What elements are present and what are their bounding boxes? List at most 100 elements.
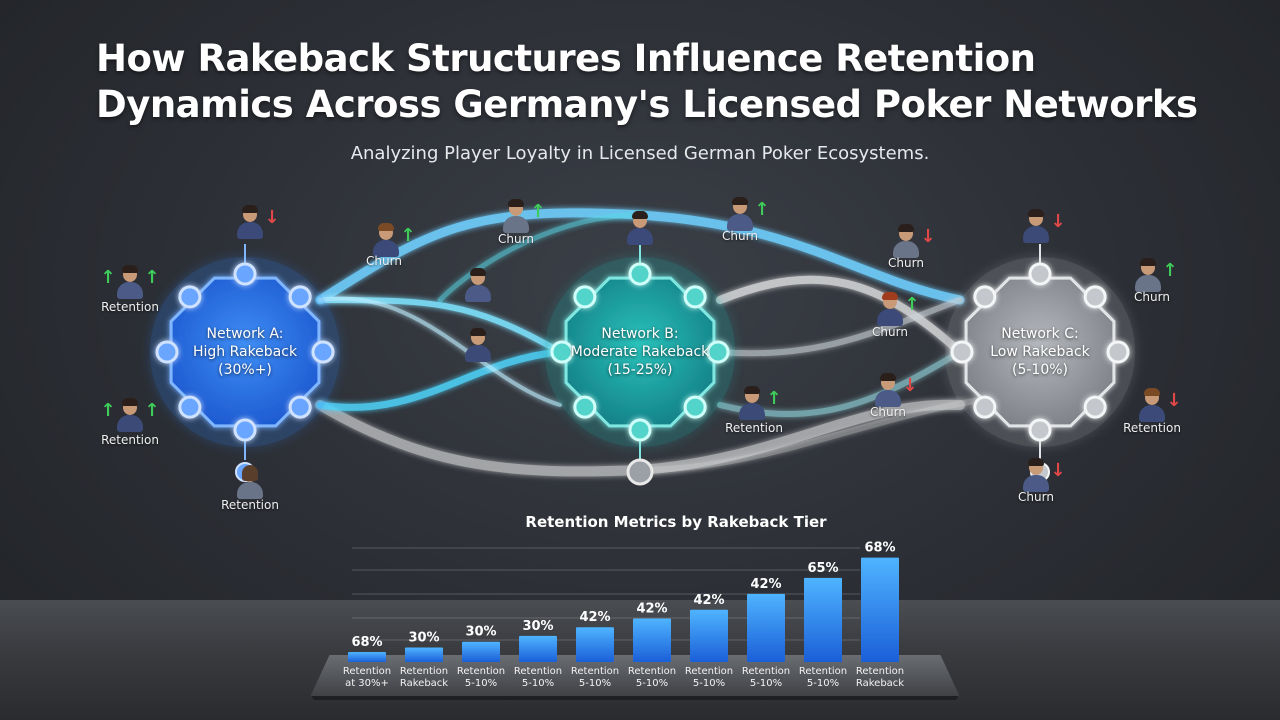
hub-node (288, 395, 312, 419)
bar-category-label: Retention (571, 666, 619, 677)
bar-category-label: Rakeback (400, 678, 448, 689)
player-body (117, 415, 143, 432)
chart-platform-edge (312, 696, 958, 700)
hub-node (233, 262, 257, 286)
bar-category-label: 5-10% (807, 678, 839, 689)
player-label: Churn (888, 256, 924, 270)
player-label: Churn (722, 229, 758, 243)
hub-node (178, 395, 202, 419)
hub-node (628, 262, 652, 286)
player-hair (470, 328, 486, 336)
arrow-up-icon: ↑ (144, 400, 160, 421)
hub-node (950, 340, 974, 364)
network-label-line: Network C: (1001, 326, 1079, 342)
bar-value-label: 42% (693, 593, 724, 608)
hub-node (233, 418, 257, 442)
player-body (465, 285, 491, 302)
hub-node (1106, 340, 1130, 364)
bar-category-label: 5-10% (522, 678, 554, 689)
player-hair (122, 265, 138, 273)
bar-value-label: 65% (807, 561, 838, 576)
player-figure (461, 328, 495, 362)
bar-category-label: Retention (400, 666, 448, 677)
player-figure (871, 373, 905, 407)
player-label: Retention (1123, 421, 1181, 435)
arrow-down-icon: ↓ (920, 226, 936, 247)
hub-node (1083, 395, 1107, 419)
player-figure (1019, 209, 1053, 243)
player-hair (732, 197, 748, 205)
arrow-down-icon: ↓ (264, 207, 280, 228)
bar-category-label: Retention (685, 666, 733, 677)
player-hair (1144, 388, 1160, 396)
network-label-line: Network B: (601, 326, 679, 342)
player-body (739, 403, 765, 420)
hub-node (683, 395, 707, 419)
hub-node (973, 395, 997, 419)
arrow-up-icon: ↑ (1162, 260, 1178, 281)
hub-node (573, 285, 597, 309)
page-title: How Rakeback Structures Influence Retent… (96, 36, 1216, 128)
player-label: Churn (1134, 290, 1170, 304)
network-label-line: (15-25%) (607, 362, 673, 378)
player-figure (623, 211, 657, 245)
flow-link-10 (437, 212, 643, 303)
hub-node (706, 340, 730, 364)
player-label: Churn (1018, 490, 1054, 504)
player-label: Churn (870, 405, 906, 419)
arrow-up-icon: ↑ (100, 400, 116, 421)
player-hair (744, 386, 760, 394)
player-body (117, 282, 143, 299)
network-label-line: (5-10%) (1011, 362, 1068, 378)
bar-category-label: Retention (742, 666, 790, 677)
player-body (237, 222, 263, 239)
hub-node (973, 285, 997, 309)
arrow-down-icon: ↓ (902, 375, 918, 396)
player-label: Churn (366, 254, 402, 268)
flow-link-5 (318, 296, 562, 407)
player-hair (1028, 209, 1044, 217)
arrow-down-icon: ↓ (1166, 390, 1182, 411)
flow-link-9 (637, 397, 983, 473)
bar-category-label: 5-10% (693, 678, 725, 689)
player-figure (233, 205, 267, 239)
page-subtitle: Analyzing Player Loyalty in Licensed Ger… (350, 143, 930, 164)
bar-value-label: 42% (750, 577, 781, 592)
bar-value-label: 68% (351, 635, 382, 650)
player-hair (122, 398, 138, 406)
bar-category-label: Retention (343, 666, 391, 677)
network-diagram (150, 208, 1135, 486)
arrow-down-icon: ↓ (1050, 460, 1066, 481)
player-figure (1135, 388, 1169, 422)
bar-value-label: 42% (636, 602, 667, 617)
player-hair (882, 292, 898, 300)
player-hair (242, 205, 258, 213)
hub-2 (945, 244, 1135, 482)
player-hair (378, 223, 394, 231)
network-label-0: Network A:High Rakeback(30%+) (193, 325, 297, 379)
network-label-line: (30%+) (218, 362, 272, 378)
network-label-1: Network B: Moderate Rakeback (15-25%) (571, 325, 710, 379)
hub-0 (150, 244, 340, 482)
bar-category-label: Retention (628, 666, 676, 677)
bar-category-label: 5-10% (636, 678, 668, 689)
player-hair (1140, 258, 1156, 266)
player-label: Retention (725, 421, 783, 435)
player-body (1023, 475, 1049, 492)
player-body (237, 482, 263, 499)
player-hair (242, 465, 258, 481)
network-label-line: Moderate Rakeback (570, 344, 710, 360)
player-body (1139, 405, 1165, 422)
bar-value-label: 42% (579, 610, 610, 625)
arrow-up-icon: ↑ (100, 267, 116, 288)
network-label-line: Low Rakeback (990, 344, 1090, 360)
player-body (727, 214, 753, 231)
junction-node (626, 458, 654, 486)
player-label: Retention (221, 498, 279, 512)
player-hair (880, 373, 896, 381)
bar-category-label: Retention (514, 666, 562, 677)
flow-link-1 (317, 297, 563, 355)
arrow-up-icon: ↑ (904, 294, 920, 315)
bar-value-label: 68% (864, 541, 895, 556)
player-figure (873, 292, 907, 326)
